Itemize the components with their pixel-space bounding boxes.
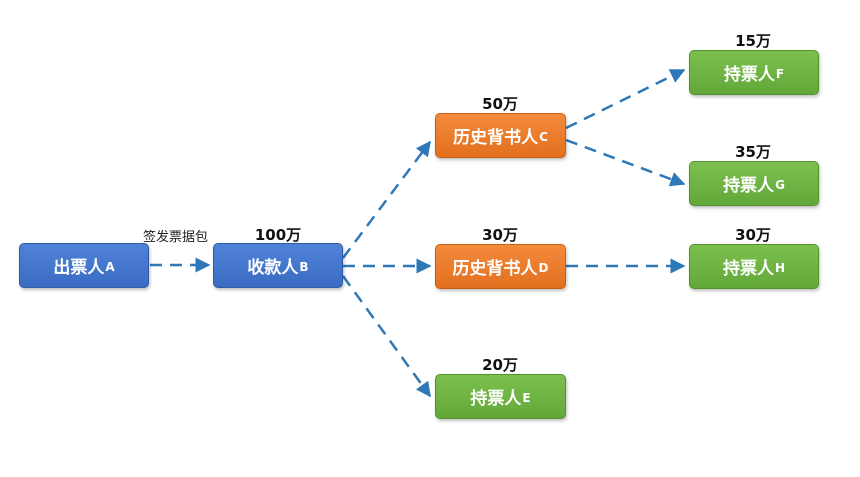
arrow-b-to-c <box>342 140 431 259</box>
amount-h: 30万 <box>735 226 771 244</box>
node-letter: G <box>775 177 785 192</box>
node-label: 持票人 <box>722 259 774 279</box>
node-label: 持票人 <box>723 176 775 196</box>
node-label: 持票人 <box>470 389 522 409</box>
node-label: 历史背书人 <box>452 259 538 279</box>
node-letter: A <box>105 259 115 274</box>
node-label: 持票人 <box>723 65 775 85</box>
node-letter: B <box>299 259 309 274</box>
arrow-c-to-f <box>565 68 686 130</box>
edge-label-issue-bundle: 签发票据包 <box>143 230 209 245</box>
amount-f: 15万 <box>735 32 771 50</box>
node-label: 历史背书人 <box>453 128 539 148</box>
node-label: 出票人 <box>53 258 105 278</box>
node-letter: E <box>522 390 531 405</box>
amount-g: 35万 <box>735 143 771 161</box>
node-letter: C <box>539 129 548 144</box>
node-letter: D <box>538 260 549 275</box>
node-letter: H <box>774 260 786 275</box>
arrow-c-to-g <box>565 138 686 187</box>
amount-c: 50万 <box>482 95 518 113</box>
amount-d: 30万 <box>482 226 518 244</box>
node-letter: F <box>775 66 785 81</box>
amount-e: 20万 <box>482 356 518 374</box>
node-label: 收款人 <box>247 258 299 278</box>
arrow-b-to-e <box>341 275 432 398</box>
amount-b: 100万 <box>254 226 302 244</box>
